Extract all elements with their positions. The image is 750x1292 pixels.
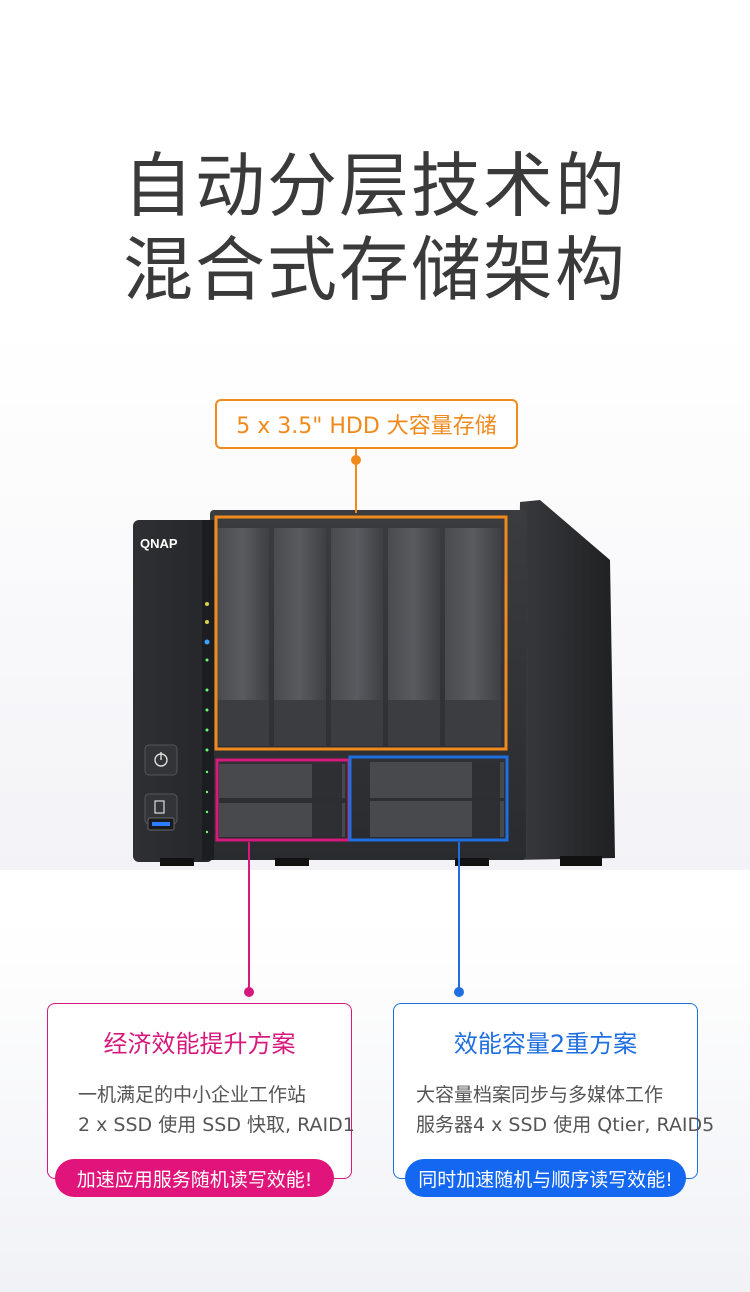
pink-connector-dot — [244, 987, 254, 997]
performance-solution-card: 效能容量2重方案 大容量档案同步与多媒体工作 服务器4 x SSD 使用 Qti… — [393, 1003, 714, 1179]
economy-card-line2: 2 x SSD 使用 SSD 快取, RAID1 — [78, 1114, 355, 1136]
economy-card-badge: 加速应用服务随机读写效能! — [55, 1159, 334, 1197]
blue-connector-line — [458, 842, 460, 990]
performance-card-line1: 大容量档案同步与多媒体工作 — [416, 1084, 664, 1106]
hero-title-line2: 混合式存储架构 — [123, 229, 627, 311]
economy-card-title: 经济效能提升方案 — [103, 1030, 296, 1058]
hdd-capacity-label: 5 x 3.5" HDD 大容量存储 — [215, 399, 518, 449]
performance-card-badge: 同时加速随机与顺序读写效能! — [405, 1159, 686, 1197]
hero-title-line1: 自动分层技术的 — [123, 145, 627, 227]
blue-connector-dot — [454, 987, 464, 997]
hdd-connector-line — [355, 449, 357, 513]
white-band — [0, 870, 750, 918]
pink-connector-line — [248, 842, 250, 990]
economy-card-line1: 一机满足的中小企业工作站 — [78, 1084, 307, 1106]
economy-solution-card: 经济效能提升方案 一机满足的中小企业工作站 2 x SSD 使用 SSD 快取,… — [47, 1003, 355, 1179]
hdd-connector-dot — [351, 455, 361, 465]
performance-card-title: 效能容量2重方案 — [453, 1030, 638, 1058]
performance-card-line2: 服务器4 x SSD 使用 Qtier, RAID5 — [416, 1114, 715, 1136]
